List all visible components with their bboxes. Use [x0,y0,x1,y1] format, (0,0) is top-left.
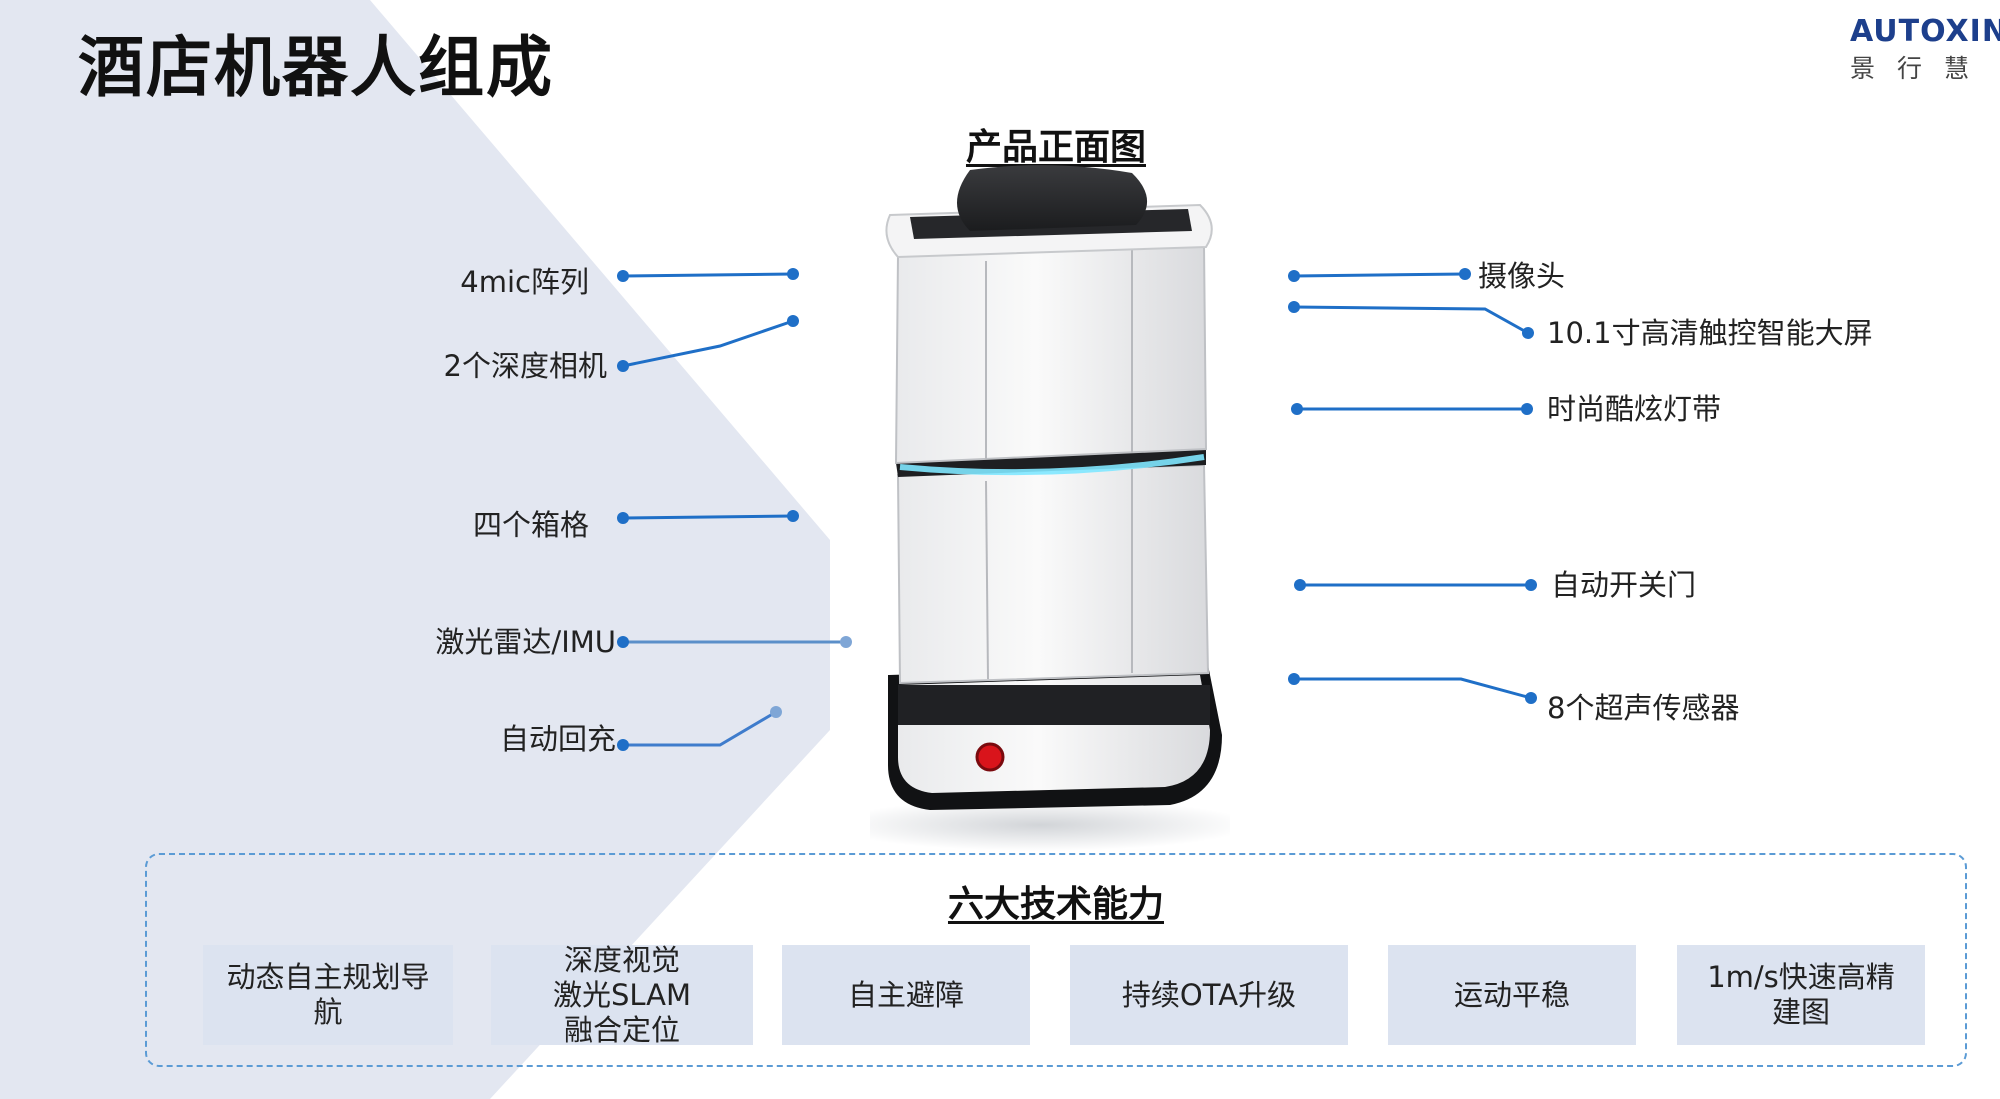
callout-label-lidar-imu: 激光雷达/IMU [435,625,616,659]
callout-dot [1459,268,1471,280]
brand-logo: AUTOXIN 景行慧 [1850,14,2000,85]
callout-label-ultrasonic: 8个超声传感器 [1547,691,1740,725]
callout-label-auto-door: 自动开关门 [1551,568,1697,602]
tech-card-fast-mapping: 1m/s快速高精 建图 [1677,945,1925,1045]
callout-label-auto-charging: 自动回充 [499,722,616,756]
tech-card-stable-motion: 运动平稳 [1388,945,1636,1045]
callout-label-touch-screen: 10.1寸高清触控智能大屏 [1547,316,1873,350]
tech-card-slam-localization: 深度视觉 激光SLAM 融合定位 [491,943,753,1047]
page-title: 酒店机器人组成 [78,29,554,106]
callout-dot [840,636,852,648]
callout-dot [617,636,629,648]
callout-dot [1525,579,1537,591]
callout-label-mic-array: 4mic阵列 [460,265,589,299]
tech-card-ota-upgrade: 持续OTA升级 [1070,945,1348,1045]
product-view-title: 产品正面图 [965,127,1146,168]
tech-capabilities-title: 六大技术能力 [947,884,1164,925]
callout-dot [1288,270,1300,282]
logo-text-cn: 景行慧 [1850,54,1992,83]
tech-card-dynamic-planning: 动态自主规划导 航 [203,945,453,1045]
tech-card-obstacle-avoidance: 自主避障 [782,945,1030,1045]
callout-dot [1525,692,1537,704]
callout-dot [1291,403,1303,415]
callout-dot [617,360,629,372]
callout-dot [617,270,629,282]
callout-dot [1288,673,1300,685]
robot-image [870,165,1230,851]
callout-label-depth-cameras: 2个深度相机 [443,349,607,383]
tech-capabilities-panel: 六大技术能力 动态自主规划导 航 深度视觉 激光SLAM 融合定位 自主避障 持… [145,853,1967,1067]
callout-dot [1522,327,1534,339]
logo-text-en: AUTOXIN [1850,14,2000,49]
callout-label-camera: 摄像头 [1478,259,1566,293]
callout-dot [1521,403,1533,415]
callout-label-compartments: 四个箱格 [472,508,589,542]
callout-label-light-strip: 时尚酷炫灯带 [1547,392,1722,426]
callout-dot [770,706,782,718]
callout-dot [787,268,799,280]
callout-dot [617,512,629,524]
callout-dot [1294,579,1306,591]
callout-dot [787,510,799,522]
callout-dot [617,739,629,751]
callout-dot [787,315,799,327]
callout-dot [1288,301,1300,313]
